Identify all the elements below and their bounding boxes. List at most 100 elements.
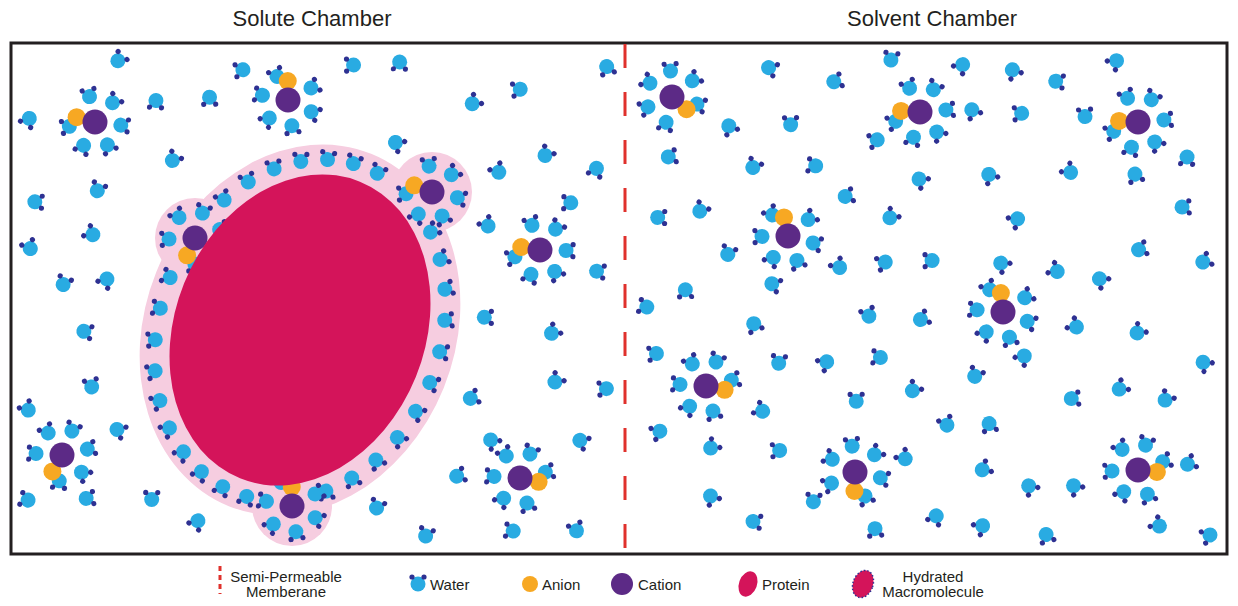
- anion: [845, 482, 863, 500]
- water-molecule: [94, 268, 118, 292]
- water-molecule: [964, 364, 987, 387]
- water-molecule: [1125, 165, 1146, 186]
- water-molecule: [521, 213, 543, 235]
- water-molecule: [922, 77, 946, 101]
- water-molecule: [797, 207, 821, 231]
- water-molecule: [78, 439, 99, 460]
- water-molecule: [950, 53, 974, 77]
- water-molecule: [1109, 437, 1133, 461]
- water-molecule: [475, 213, 499, 237]
- ion-pair-cluster: [396, 156, 469, 228]
- water-molecule: [159, 230, 177, 248]
- water-molecule: [1156, 111, 1174, 130]
- legend-text: Semi-Permeable Memberane: [230, 569, 342, 599]
- water-molecule: [836, 186, 857, 207]
- ion-pair-cluster: [636, 61, 709, 134]
- water-molecule: [212, 187, 235, 210]
- water-molecule: [365, 449, 388, 472]
- water-molecule: [431, 342, 451, 362]
- anion: [1148, 463, 1166, 481]
- water-molecule: [106, 48, 130, 72]
- water-molecule: [147, 390, 170, 413]
- water-molecule: [1044, 259, 1068, 283]
- water-molecule: [688, 198, 712, 222]
- water-molecule: [1137, 484, 1159, 506]
- water-molecule: [858, 304, 880, 326]
- water-molecule: [70, 461, 94, 485]
- water-molecule: [81, 376, 101, 396]
- membrane-swatch: [219, 566, 222, 594]
- water-molecule: [1005, 207, 1029, 231]
- water-molecule: [588, 262, 607, 281]
- water-molecule: [404, 400, 428, 424]
- water-molecule: [1036, 525, 1057, 546]
- water-molecule: [211, 476, 234, 499]
- water-molecule: [762, 273, 784, 295]
- water-molecule: [1147, 513, 1171, 537]
- water-molecule: [717, 243, 739, 265]
- water-molecule: [699, 435, 723, 459]
- water-molecule: [520, 264, 542, 286]
- water-molecule: [544, 369, 568, 393]
- protein-swatch: [735, 569, 761, 600]
- cation: [280, 494, 305, 519]
- ion-pair-cluster: [884, 76, 956, 149]
- ion-pair-cluster: [1102, 86, 1174, 159]
- water-molecule: [637, 71, 661, 95]
- water-molecule: [519, 442, 541, 464]
- water-molecule: [26, 444, 44, 462]
- water-molecule: [517, 494, 538, 515]
- cation: [420, 180, 445, 205]
- water-molecule: [1076, 106, 1094, 124]
- water-molecule: [236, 487, 258, 509]
- semi-permeable-membrane: [624, 44, 627, 553]
- anion: [512, 238, 530, 256]
- water-molecule: [961, 99, 984, 122]
- water-molecule: [699, 485, 723, 509]
- water-molecule: [820, 447, 843, 470]
- water-molecule: [145, 331, 163, 349]
- water-molecule: [161, 148, 185, 172]
- water-molecule: [670, 375, 688, 393]
- water-molecule: [681, 68, 705, 92]
- water-molecule: [903, 128, 924, 149]
- water-molecule: [503, 521, 522, 540]
- water-molecule: [420, 372, 442, 394]
- water-molecule: [430, 247, 453, 270]
- water-molecule: [150, 298, 170, 318]
- water-molecule: [491, 487, 515, 511]
- water-molecule: [676, 282, 694, 300]
- water-molecule: [769, 353, 788, 372]
- water-molecule: [989, 252, 1013, 276]
- water-molecule: [158, 266, 180, 288]
- water-molecule: [1135, 433, 1156, 454]
- anion-swatch: [522, 576, 538, 592]
- cation: [991, 300, 1016, 325]
- water-molecule: [1192, 351, 1216, 375]
- water-molecule: [166, 205, 190, 229]
- water-molecule: [1104, 49, 1128, 73]
- water-molecule: [750, 399, 773, 423]
- water-molecule: [1014, 285, 1038, 309]
- water-molecule: [742, 155, 765, 178]
- water-molecule: [848, 392, 865, 409]
- legend-text: Hydrated Macromolecule: [878, 569, 988, 599]
- water-molecule: [106, 418, 129, 441]
- water-molecule: [366, 496, 388, 518]
- water-molecule: [192, 201, 213, 222]
- cation: [776, 224, 801, 249]
- water-molecule: [873, 252, 895, 274]
- water-molecule: [1088, 267, 1112, 291]
- water-molecule: [409, 574, 426, 591]
- water-molecule: [1129, 239, 1150, 260]
- water-molecule: [648, 420, 670, 443]
- ion-pair-cluster: [819, 436, 891, 508]
- water-molecule: [78, 489, 97, 508]
- water-molecule: [391, 54, 409, 72]
- water-molecule: [973, 321, 997, 345]
- water-molecule: [782, 115, 799, 132]
- cation: [1126, 458, 1151, 483]
- water-molecule: [871, 468, 891, 489]
- anion: [992, 284, 1010, 302]
- water-molecule: [61, 419, 83, 441]
